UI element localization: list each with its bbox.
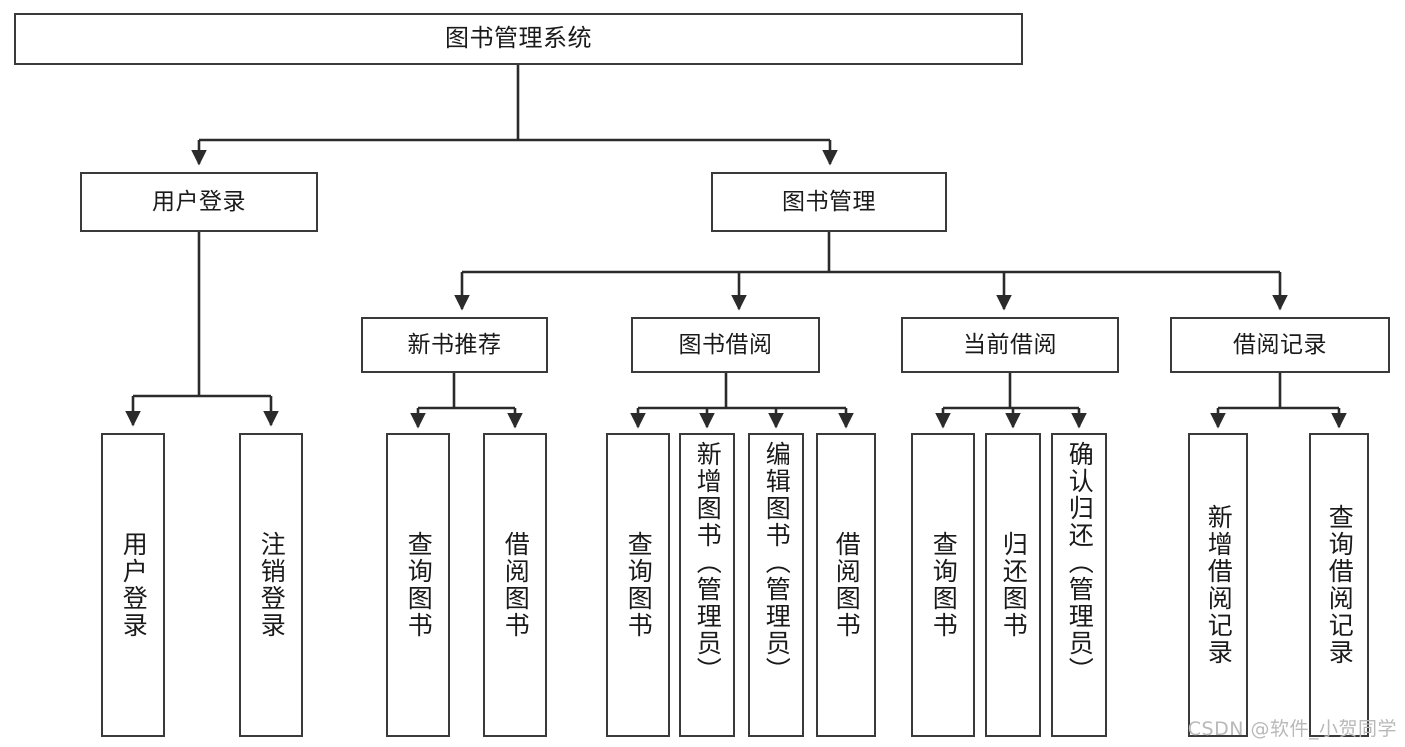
leaf-user-logout-label: 注销登录: [257, 531, 287, 639]
node-book-borrow[interactable]: 图书借阅: [631, 317, 820, 373]
watermark-text: CSDN @软件_小贺同学: [1187, 718, 1397, 740]
leaf-borrow-book-recommend-label: 借阅图书: [501, 531, 531, 639]
node-book-management-label: 图书管理: [782, 188, 876, 215]
leaf-add-book-admin-label: 新增图书（管理员）: [693, 441, 723, 684]
leaf-borrow-book-recommend[interactable]: 借阅图书: [483, 433, 547, 737]
leaf-return-book-label: 归还图书: [999, 531, 1029, 639]
leaf-return-book-inner: 归还图书: [987, 435, 1039, 735]
leaf-query-book-recommend-label: 查询图书: [404, 531, 434, 639]
leaf-confirm-return-admin-inner: 确认归还（管理员）: [1053, 435, 1105, 735]
leaf-borrow-book-inner: 借阅图书: [818, 435, 874, 735]
leaf-query-borrow-record-inner: 查询借阅记录: [1311, 435, 1367, 735]
leaf-user-login-inner: 用户登录: [103, 435, 163, 735]
leaf-add-borrow-record[interactable]: 新增借阅记录: [1188, 433, 1248, 737]
leaf-add-borrow-record-inner: 新增借阅记录: [1190, 435, 1246, 735]
leaf-borrow-book-recommend-inner: 借阅图书: [485, 435, 545, 735]
leaf-query-book-borrow[interactable]: 查询图书: [606, 433, 670, 737]
leaf-query-book-current[interactable]: 查询图书: [911, 433, 975, 737]
leaf-user-logout-inner: 注销登录: [241, 435, 301, 735]
node-book-management[interactable]: 图书管理: [711, 172, 947, 232]
node-borrow-records-label: 借阅记录: [1233, 331, 1327, 358]
leaf-query-borrow-record-label: 查询借阅记录: [1325, 504, 1355, 666]
leaf-query-book-current-inner: 查询图书: [913, 435, 973, 735]
leaf-add-book-admin-inner: 新增图书（管理员）: [681, 435, 733, 735]
leaf-return-book[interactable]: 归还图书: [985, 433, 1041, 737]
node-borrow-records[interactable]: 借阅记录: [1170, 317, 1390, 373]
leaf-edit-book-admin-inner: 编辑图书（管理员）: [750, 435, 802, 735]
node-root-label: 图书管理系统: [445, 24, 592, 53]
node-new-book-recommend-label: 新书推荐: [407, 331, 502, 358]
leaf-confirm-return-admin[interactable]: 确认归还（管理员）: [1051, 433, 1107, 737]
leaf-query-book-borrow-label: 查询图书: [624, 531, 654, 639]
node-new-book-recommend[interactable]: 新书推荐: [361, 317, 548, 373]
leaf-query-book-current-label: 查询图书: [929, 531, 959, 639]
node-current-borrow[interactable]: 当前借阅: [901, 317, 1119, 373]
node-current-borrow-label: 当前借阅: [963, 331, 1057, 358]
leaf-confirm-return-admin-label: 确认归还（管理员）: [1065, 441, 1095, 684]
node-book-borrow-label: 图书借阅: [678, 331, 773, 358]
node-user-login-label: 用户登录: [152, 188, 246, 215]
leaf-query-book-borrow-inner: 查询图书: [608, 435, 668, 735]
node-root[interactable]: 图书管理系统: [14, 13, 1023, 65]
leaf-user-login[interactable]: 用户登录: [101, 433, 165, 737]
node-user-login[interactable]: 用户登录: [80, 172, 318, 232]
leaf-add-book-admin[interactable]: 新增图书（管理员）: [679, 433, 735, 737]
leaf-user-logout[interactable]: 注销登录: [239, 433, 303, 737]
leaf-query-book-recommend-inner: 查询图书: [388, 435, 448, 735]
leaf-edit-book-admin-label: 编辑图书（管理员）: [762, 441, 792, 684]
leaf-query-borrow-record[interactable]: 查询借阅记录: [1309, 433, 1369, 737]
leaf-borrow-book[interactable]: 借阅图书: [816, 433, 876, 737]
leaf-query-book-recommend[interactable]: 查询图书: [386, 433, 450, 737]
leaf-edit-book-admin[interactable]: 编辑图书（管理员）: [748, 433, 804, 737]
leaf-user-login-label: 用户登录: [119, 531, 149, 639]
leaf-add-borrow-record-label: 新增借阅记录: [1204, 504, 1234, 666]
leaf-borrow-book-label: 借阅图书: [832, 531, 862, 639]
